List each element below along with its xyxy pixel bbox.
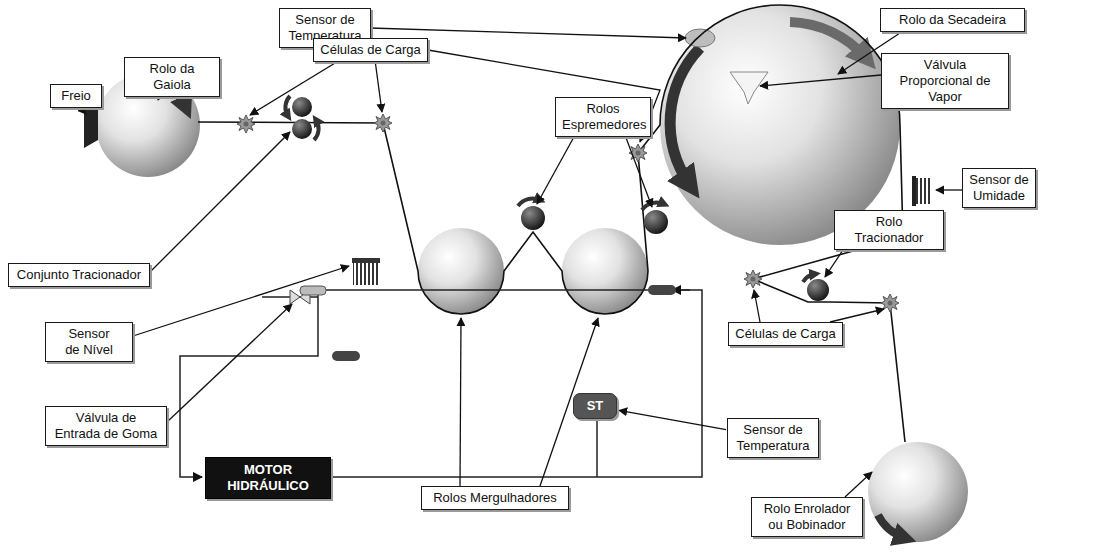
label-text: Válvula Proporcional de Vapor xyxy=(888,57,1002,105)
rotation-arrow xyxy=(803,274,815,282)
label-text: Sensor de Nível xyxy=(64,326,114,358)
pull-roll xyxy=(292,97,312,117)
pipe xyxy=(331,290,702,477)
level-sensor xyxy=(353,263,380,285)
label-text: Rolo Tracionador xyxy=(841,214,937,246)
pipe xyxy=(596,420,598,477)
part-callout: Rolo Enrolador ou Bobinador xyxy=(751,497,863,537)
dryer-roll xyxy=(660,5,900,245)
pull-roll xyxy=(807,279,829,301)
valve-actuator xyxy=(300,286,326,295)
size-level xyxy=(303,289,690,291)
part-callout: Rolos Mergulhadores xyxy=(421,486,569,510)
label-text: Rolos Espremedores xyxy=(562,101,644,133)
steam-valve xyxy=(730,72,768,104)
rotation-arrow xyxy=(285,96,290,116)
part-callout: Conjunto Tracionador xyxy=(8,263,150,287)
part-callout: Células de Carga xyxy=(728,322,843,346)
squeeze-roll xyxy=(644,210,668,234)
leader-lines xyxy=(76,28,962,497)
leader-connector xyxy=(619,410,726,429)
pipe-fitting xyxy=(332,351,360,361)
label-text: Células de Carga xyxy=(735,326,836,342)
label-text: Rolos Mergulhadores xyxy=(428,490,562,506)
label-text: Rolo da Gaiola xyxy=(131,61,213,93)
level-sensor xyxy=(352,258,380,263)
label-text: Conjunto Tracionador xyxy=(15,267,143,283)
rotation-arrow xyxy=(878,515,905,538)
label-text: Rolo da Secadeira xyxy=(887,12,1018,28)
temperature-sensor xyxy=(685,29,715,47)
part-callout: Rolo da Gaiola xyxy=(124,57,220,97)
motor-box: MOTOR HIDRÁULICO xyxy=(205,457,331,499)
sensor-callout: Sensor de Nível xyxy=(45,322,133,362)
yarn-path xyxy=(198,5,905,442)
label-text: Freio xyxy=(57,88,95,104)
valve-callout: Válvula Proporcional de Vapor xyxy=(881,53,1009,109)
label-text: Sensor de Temperatura xyxy=(734,422,812,454)
pull-roll xyxy=(292,119,312,139)
squeeze-roll xyxy=(521,206,545,230)
pipe xyxy=(180,290,318,477)
label-text: MOTOR HIDRÁULICO xyxy=(212,462,324,494)
load-cell xyxy=(374,114,392,132)
rotation-arrow xyxy=(314,120,319,140)
rotation-arrow xyxy=(642,202,664,210)
label-text: Válvula de Entrada de Goma xyxy=(52,410,160,442)
rotation-arrow xyxy=(518,198,540,206)
humidity-sensor xyxy=(912,176,916,206)
sensor-callout: Sensor de Temperatura xyxy=(727,418,819,458)
part-callout: Rolos Espremedores xyxy=(555,97,651,137)
label-text: Rolo Enrolador ou Bobinador xyxy=(758,501,856,533)
sensor-tag: ST xyxy=(573,393,617,419)
valve-callout: Válvula de Entrada de Goma xyxy=(45,406,167,446)
load-cell xyxy=(237,115,255,133)
part-callout: Células de Carga xyxy=(313,38,428,62)
winder-roll xyxy=(868,442,968,542)
label-text: Células de Carga xyxy=(320,42,421,58)
label-text: ST xyxy=(578,398,612,414)
part-callout: Freio xyxy=(50,84,102,108)
part-callout: Rolo Tracionador xyxy=(834,210,944,250)
label-text: Sensor de Umidade xyxy=(969,172,1029,204)
rotation-arrow xyxy=(790,22,866,58)
sensor-callout: Sensor de Umidade xyxy=(962,168,1036,208)
part-callout: Rolo da Secadeira xyxy=(880,8,1025,32)
humidity-sensor xyxy=(916,178,932,204)
pipe-fitting xyxy=(648,285,676,295)
load-cell xyxy=(744,270,762,288)
